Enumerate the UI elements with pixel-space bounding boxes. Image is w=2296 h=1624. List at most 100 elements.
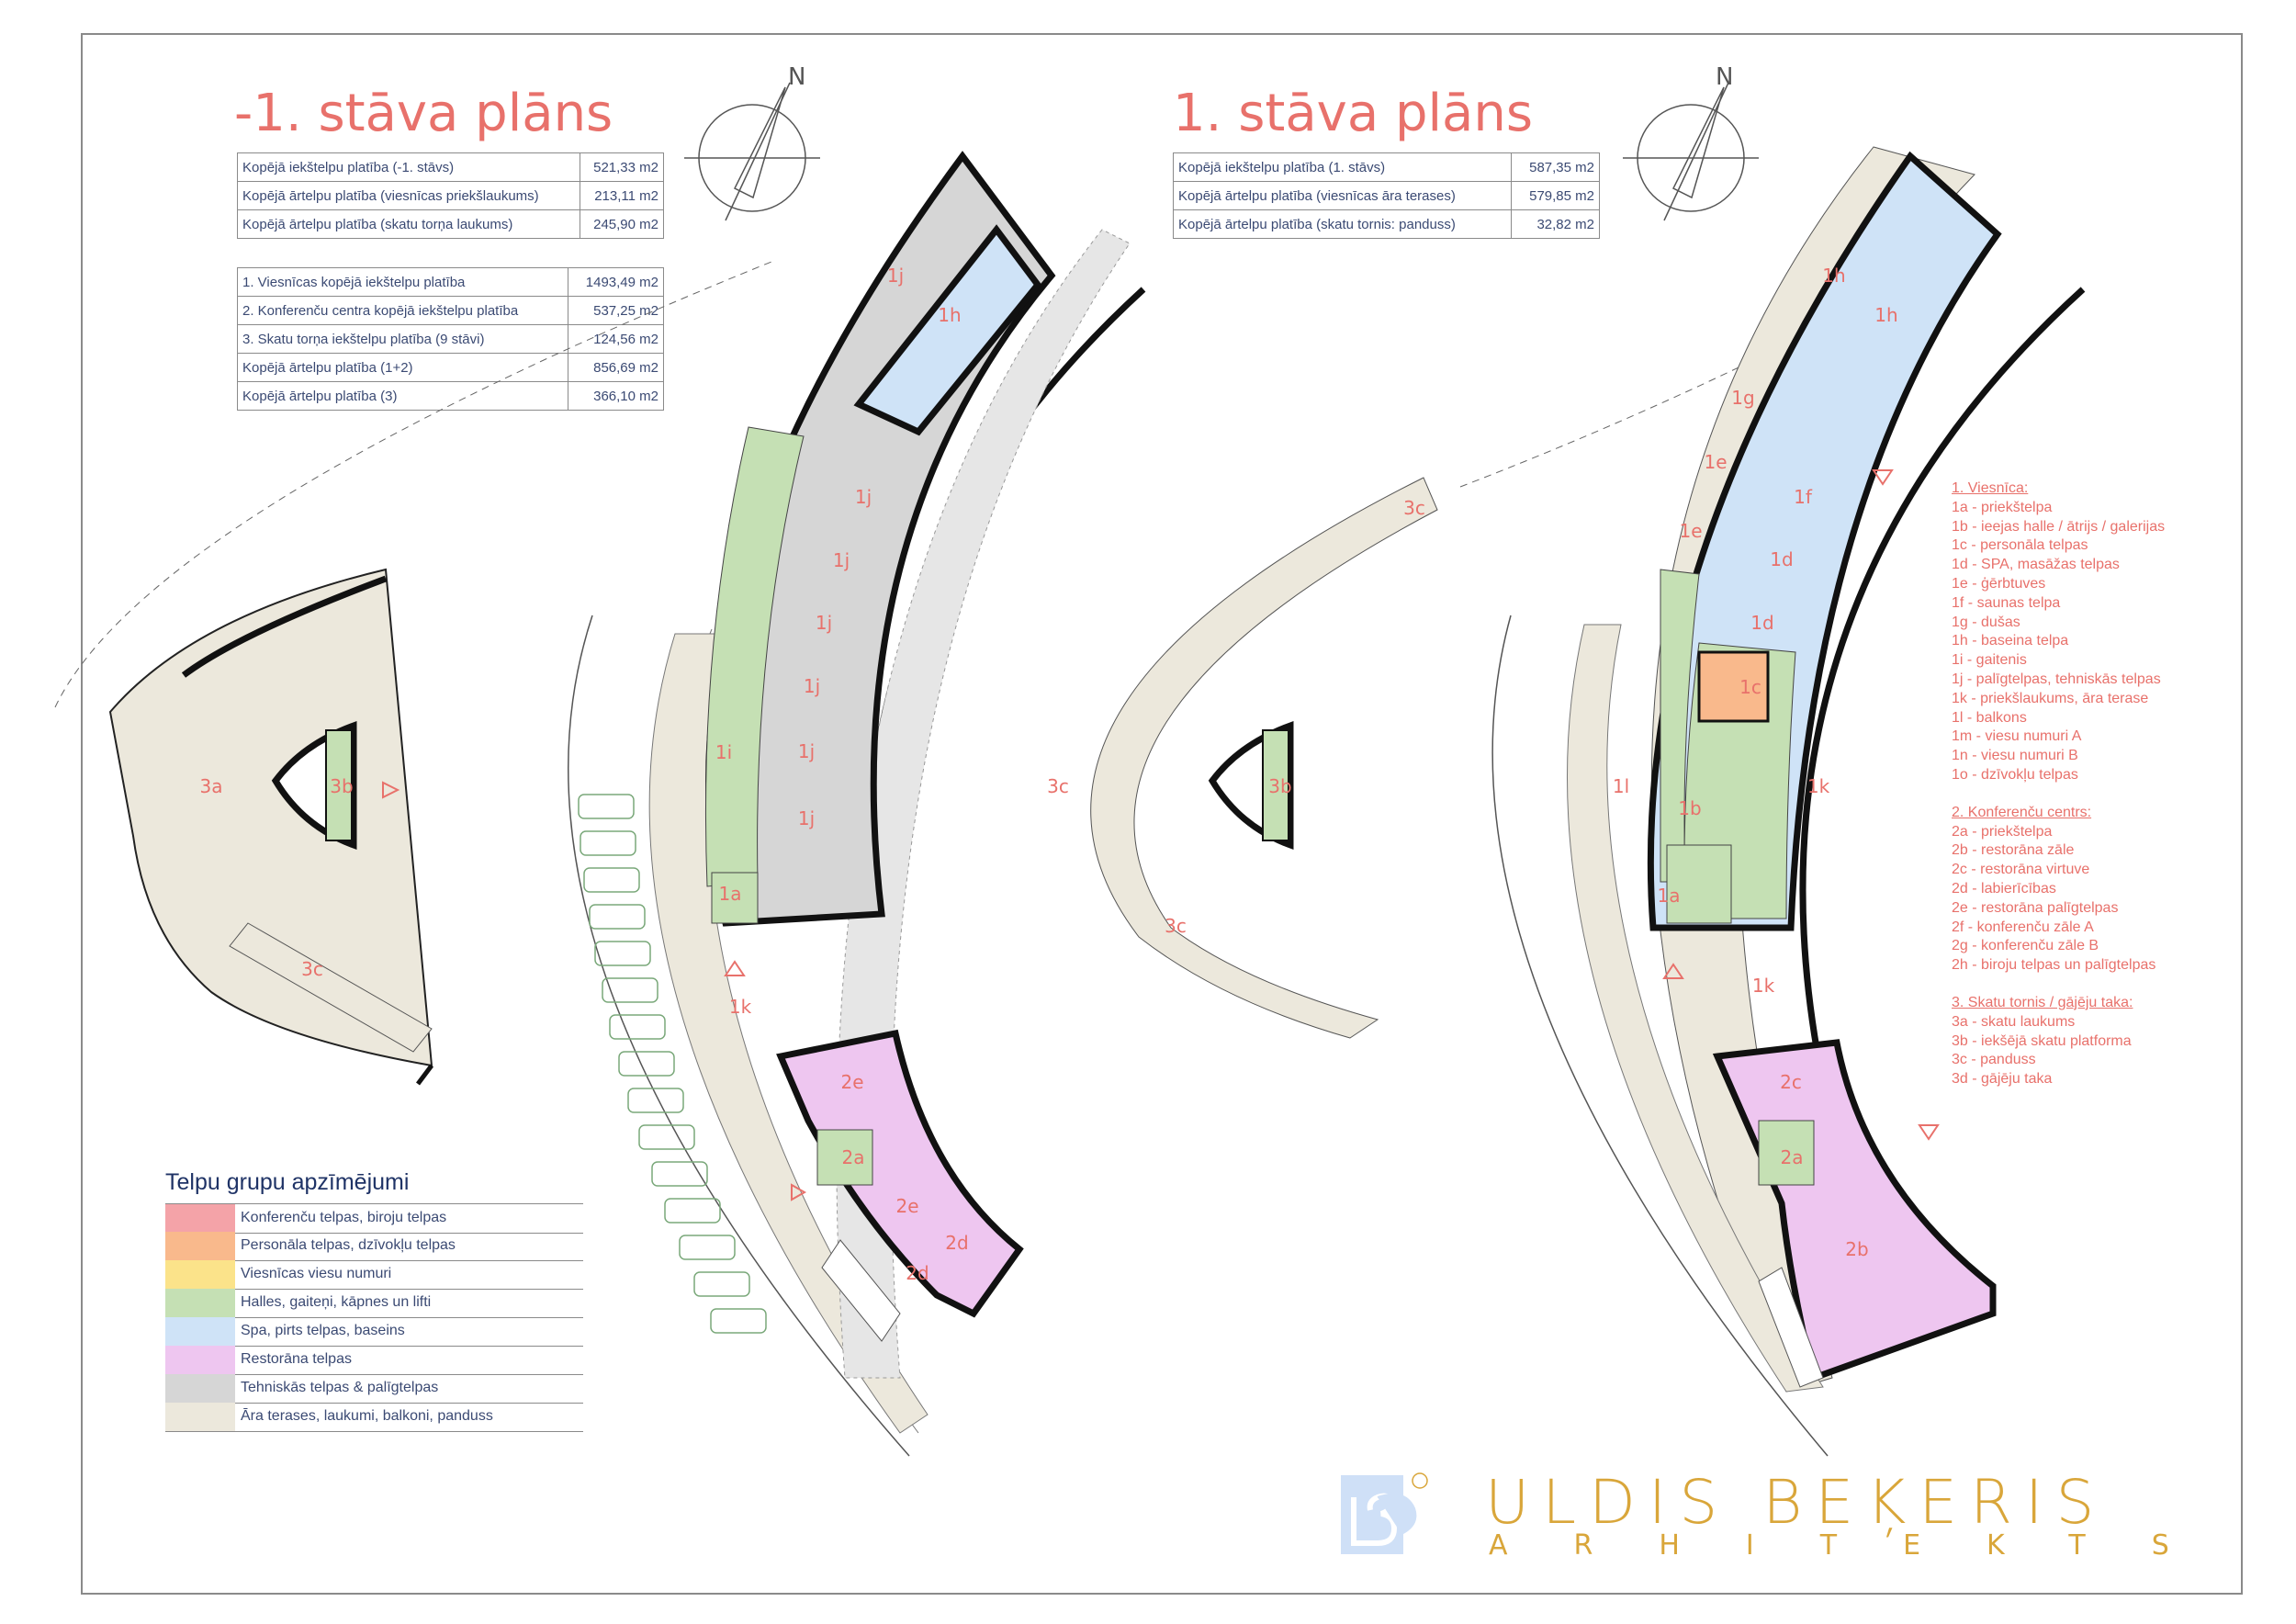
legend-item: Āra terases, laukumi, balkoni, panduss xyxy=(165,1403,583,1432)
room-label: 2e xyxy=(840,1071,863,1093)
room-label: 1j xyxy=(833,549,850,571)
key-item: 1j - palīgtelpas, tehniskās telpas xyxy=(1952,671,2161,687)
total-label: Kopējā ārtelpu platība (1+2) xyxy=(237,353,568,382)
area-label: Kopējā ārtelpu platība (skatu tornis: pa… xyxy=(1173,209,1512,239)
room-label: 1j xyxy=(855,486,872,508)
room-label: 2b xyxy=(1845,1238,1868,1260)
room-key: 1. Viesnīca: 1a - priekštelpa 1b - ieeja… xyxy=(1952,479,2165,1089)
table-row: Kopējā iekštelpu platība (-1. stāvs)521,… xyxy=(237,152,665,182)
room-label: 2e xyxy=(895,1195,918,1217)
key-item: 1o - dzīvokļu telpas xyxy=(1952,766,2078,783)
room-label: 1j xyxy=(798,807,815,829)
room-label: 2d xyxy=(906,1262,929,1284)
key-heading: 2. Konferenču centrs: xyxy=(1952,804,2092,820)
room-label: 2a xyxy=(1781,1146,1804,1168)
room-label: 1g xyxy=(1731,387,1754,409)
area-value: 587,35 m2 xyxy=(1510,152,1601,182)
legend-swatch xyxy=(165,1232,235,1260)
room-label: 3c xyxy=(1165,915,1187,937)
room-label: 1j xyxy=(804,675,820,697)
room-label: 1i xyxy=(715,741,732,763)
room-label: 1h xyxy=(1874,304,1897,326)
legend-swatch xyxy=(165,1346,235,1374)
key-item: 2h - biroju telpas un palīgtelpas xyxy=(1952,957,2156,974)
key-item: 2b - restorāna zāle xyxy=(1952,842,2075,859)
area-label: Kopējā iekštelpu platība (-1. stāvs) xyxy=(237,152,580,182)
key-item: 3d - gājēju taka xyxy=(1952,1071,2053,1088)
room-label: 1j xyxy=(798,740,815,762)
key-item: 2f - konferenču zāle A xyxy=(1952,919,2094,935)
key-item: 1l - balkons xyxy=(1952,709,2027,726)
room-label: 1k xyxy=(729,996,752,1018)
legend-swatch xyxy=(165,1260,235,1289)
key-item: 2d - labierīcības xyxy=(1952,880,2056,897)
area-label: Kopējā ārtelpu platība (skatu torņa lauk… xyxy=(237,209,580,239)
key-item: 1a - priekštelpa xyxy=(1952,499,2053,515)
key-item: 1e - ģērbtuves xyxy=(1952,575,2046,592)
legend-swatch xyxy=(165,1289,235,1317)
north-compass-icon: N xyxy=(1623,63,1759,221)
room-label: 1h xyxy=(938,304,961,326)
compass-n-label: N xyxy=(788,63,805,91)
key-item: 1b - ieejas halle / ātrijs / galerijas xyxy=(1952,518,2166,535)
plan-minus1-area-table: Kopējā iekštelpu platība (-1. stāvs)521,… xyxy=(237,152,665,239)
room-label: 1d xyxy=(1750,612,1773,634)
area-label: Kopējā ārtelpu platība (viesnīcas āra te… xyxy=(1173,181,1512,210)
legend-label: Tehniskās telpas & palīgtelpas xyxy=(241,1380,439,1395)
compass-n-label: N xyxy=(1716,63,1733,91)
table-row: Kopējā iekštelpu platība (1. stāvs)587,3… xyxy=(1173,152,1601,182)
legend-label: Restorāna telpas xyxy=(241,1351,352,1367)
logo-icon xyxy=(1341,1472,1428,1554)
entrance-arrow-icon xyxy=(382,781,807,1201)
room-label: 1a xyxy=(719,883,742,905)
room-label: 1h xyxy=(1822,265,1845,287)
key-heading: 3. Skatu tornis / gājēju taka: xyxy=(1952,994,2133,1010)
legend-label: Spa, pirts telpas, baseins xyxy=(241,1323,405,1338)
room-label: 1l xyxy=(1613,775,1629,797)
plan-1-title: 1. stāva plāns xyxy=(1173,84,1534,143)
key-item: 1d - SPA, masāžas telpas xyxy=(1952,557,2120,573)
entrance-arrow-icon xyxy=(1662,469,1940,1141)
legend-swatch xyxy=(165,1403,235,1431)
key-heading: 1. Viesnīca: xyxy=(1952,480,2029,496)
total-label: 1. Viesnīcas kopējā iekštelpu platība xyxy=(237,267,568,297)
legend-item: Halles, gaiteņi, kāpnes un lifti xyxy=(165,1289,583,1318)
table-row: Kopējā ārtelpu platība (viesnīcas priekš… xyxy=(237,181,665,210)
room-label: 2d xyxy=(945,1232,968,1254)
legend-label: Āra terases, laukumi, balkoni, panduss xyxy=(241,1408,493,1424)
ramp-3c xyxy=(229,922,433,1053)
key-item: 1n - viesu numuri B xyxy=(1952,748,2078,764)
area-value: 521,33 m2 xyxy=(579,152,665,182)
legend-item: Personāla telpas, dzīvokļu telpas xyxy=(165,1232,583,1261)
table-row: Kopējā ārtelpu platība (viesnīcas āra te… xyxy=(1173,181,1601,210)
table-row: Kopējā ārtelpu platība (3)366,10 m2 xyxy=(237,381,665,411)
key-item: 1h - baseina telpa xyxy=(1952,633,2069,649)
legend-label: Personāla telpas, dzīvokļu telpas xyxy=(241,1237,456,1253)
room-label: 3c xyxy=(1403,497,1425,519)
area-value: 32,82 m2 xyxy=(1510,209,1601,239)
key-item: 1k - priekšlaukums, āra terase xyxy=(1952,690,2149,706)
room-label: 1d xyxy=(1770,548,1793,570)
legend-swatch xyxy=(165,1204,235,1233)
total-label: 2. Konferenču centra kopējā iekštelpu pl… xyxy=(237,296,568,325)
plan-minus1-title: -1. stāva plāns xyxy=(234,84,613,143)
legend-item: Restorāna telpas xyxy=(165,1346,583,1375)
key-item: 3b - iekšējā skatu platforma xyxy=(1952,1032,2132,1049)
legend-label: Konferenču telpas, biroju telpas xyxy=(241,1210,447,1225)
table-row: 2. Konferenču centra kopējā iekštelpu pl… xyxy=(237,296,665,325)
legend-label: Halles, gaiteņi, kāpnes un lifti xyxy=(241,1294,432,1310)
plaza-3a xyxy=(108,568,433,1067)
key-item: 3a - skatu laukums xyxy=(1952,1013,2076,1030)
legend-swatch xyxy=(165,1374,235,1403)
room-label: 1a xyxy=(1658,885,1681,907)
total-value: 124,56 m2 xyxy=(567,324,665,354)
area-value: 579,85 m2 xyxy=(1510,181,1601,210)
total-value: 1493,49 m2 xyxy=(567,267,665,297)
room-label: 1k xyxy=(1752,975,1775,997)
key-item: 1c - personāla telpas xyxy=(1952,537,2088,554)
room-label: 1j xyxy=(887,265,904,287)
north-compass-icon: N xyxy=(684,63,820,221)
room-label: 1f xyxy=(1794,486,1813,508)
